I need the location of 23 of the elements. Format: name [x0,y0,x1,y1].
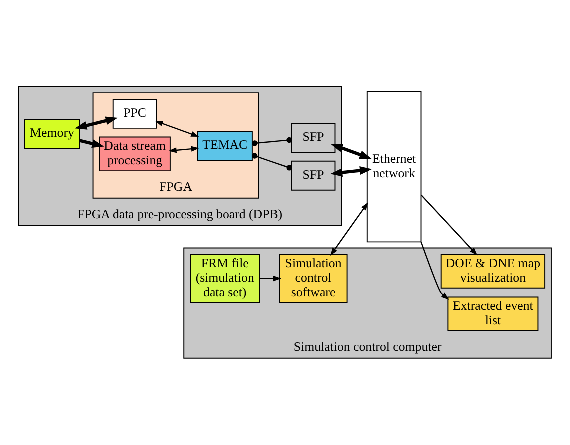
node-box: SFP [291,123,336,154]
arrow [79,139,104,148]
node-box: Ethernet network [366,91,422,243]
connector [252,153,292,171]
node-box: Extracted event list [448,296,539,332]
arrow [420,242,450,300]
node-box: SFP [291,160,336,191]
arrow [260,276,282,282]
node-box: Data stream processing [99,136,171,172]
node-box: Simulation control software [279,254,348,304]
node-box: Memory [24,119,80,150]
arrow [330,202,368,256]
node-box: TEMAC [197,131,253,162]
arrow [330,144,372,160]
node-box: DOE & DNE map visualization [440,254,546,289]
arrow [155,120,200,137]
arrow [421,194,478,256]
node-box: PPC [112,99,158,129]
arrow [330,166,372,177]
node-box: FRM file (simulation data set) [190,254,260,304]
arrow [168,146,200,154]
arrow [74,116,118,130]
connector [252,137,292,146]
